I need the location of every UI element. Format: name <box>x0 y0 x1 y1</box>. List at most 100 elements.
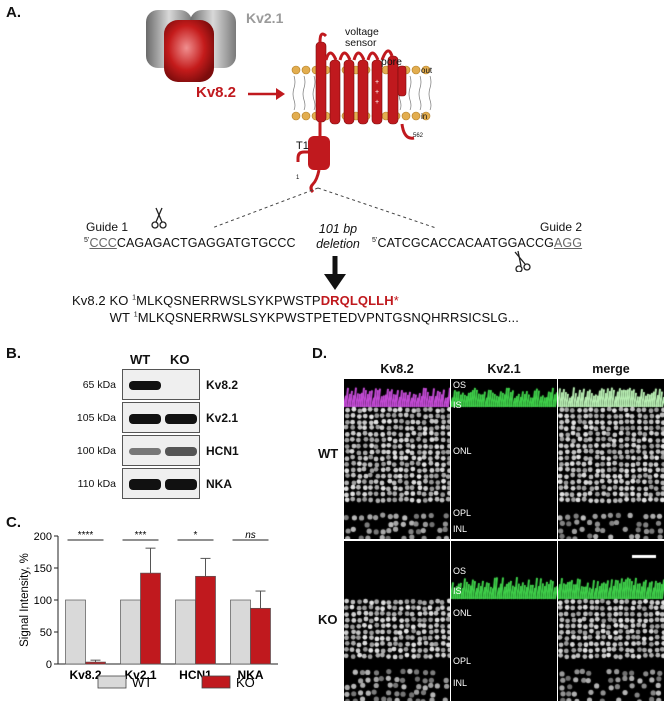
band-nka-ko <box>165 479 197 490</box>
ko-seq: MLKQSNERRWSLSYKPWSTP <box>136 293 321 308</box>
protein-label-0: Kv8.2 <box>206 378 239 392</box>
western-blot <box>122 369 200 499</box>
band-hcn1-ko <box>165 447 197 456</box>
layer-os-wt: OS <box>453 380 467 390</box>
layer-opl-wt: OPL <box>453 508 472 518</box>
layer-is-ko: IS <box>453 586 462 596</box>
blot-strip-nka <box>122 468 200 499</box>
y-axis-label: Signal Intensity, % <box>19 553 31 647</box>
mw-label-0: 65 kDa <box>82 379 116 391</box>
panel-a-letter: A. <box>6 4 21 21</box>
kv82-label: Kv8.2 <box>196 84 237 101</box>
x-tick-label-1: Kv2.1 <box>124 668 156 682</box>
legend-label-wt: WT <box>132 675 152 690</box>
kv82-topology-diagram: +++ <box>291 32 432 194</box>
wt-seq: MLKQSNERRWSLSYKPWSTPETEDVPNTGSNQHRRSICSL… <box>137 310 519 325</box>
layer-inl-ko: INL <box>453 678 468 688</box>
legend-swatch-wt <box>97 675 127 689</box>
y-tick-label-1: 50 <box>40 627 52 639</box>
y-tick-label-2: 100 <box>34 595 52 607</box>
wt-seq-num: 1 <box>133 311 138 319</box>
protein-label-3: NKA <box>206 477 232 491</box>
guide1-seq: CAGAGACTGAGGATGTGCCC <box>116 236 296 250</box>
deletion-label: 101 bp deletion <box>304 222 372 252</box>
panel-c-letter: C. <box>6 514 21 531</box>
bar-ko-kv8.2 <box>85 661 106 665</box>
deletion-line2: deletion <box>316 237 360 251</box>
guide2-prime: 5' <box>372 236 378 244</box>
micrograph-ko-kv82 <box>344 541 450 701</box>
protein-label-2: HCN1 <box>206 444 239 458</box>
t1-label: T1 <box>296 140 309 152</box>
panel-d-letter: D. <box>312 345 327 362</box>
band-nka-wt <box>129 479 161 490</box>
guide1-label: Guide 1 <box>86 220 129 234</box>
svg-text:+: + <box>375 99 379 106</box>
wt-seq-label: WT <box>109 310 130 325</box>
layer-is-wt: IS <box>453 400 462 410</box>
guide2-seq: CATCGCACCACAATGGACCG <box>377 236 554 250</box>
bar-wt-hcn1 <box>175 599 196 665</box>
ko-sequence-row: Kv8.2 KO 1MLKQSNERRWSLSYKPWSTPDRQLQLLH* <box>72 293 399 308</box>
voltage-sensor-line2: sensor <box>345 37 377 49</box>
mw-label-3: 110 kDa <box>77 478 116 490</box>
bar-wt-nka <box>230 599 251 665</box>
y-tick-label-3: 150 <box>34 563 52 575</box>
guide2-label: Guide 2 <box>540 220 583 234</box>
bar-ko-hcn1 <box>195 575 216 665</box>
voltage-sensor-label: voltage sensor <box>345 27 379 49</box>
mw-label-1: 105 kDa <box>76 412 116 424</box>
ko-seq-num: 1 <box>132 294 137 302</box>
blot-strip-kv21 <box>122 402 200 433</box>
down-arrow-icon <box>324 256 346 290</box>
bar-ko-nka <box>250 607 271 665</box>
sig-label-1: *** <box>135 530 147 541</box>
x-tick-label-0: Kv8.2 <box>69 668 101 682</box>
voltage-sensor-line1: voltage <box>345 26 379 38</box>
kv21-label: Kv2.1 <box>246 10 284 26</box>
panel-b-letter: B. <box>6 345 21 362</box>
micro-row-label-ko: KO <box>318 612 338 627</box>
legend-swatch-ko <box>201 675 231 689</box>
mw-label-2: 100 kDa <box>76 445 116 457</box>
residue-562-label: 562 <box>413 133 424 139</box>
guide1-pam: CCC <box>89 236 117 250</box>
blot-strip-hcn1 <box>122 435 200 466</box>
channel-tetramer-illustration <box>146 10 236 82</box>
bar-wt-kv8.2 <box>65 599 86 665</box>
layer-onl-ko: ONL <box>453 608 472 618</box>
micrograph-ko-merge <box>558 541 664 701</box>
y-tick-label-0: 0 <box>46 659 52 671</box>
zoom-dashed-lines <box>211 187 437 229</box>
blot-col-ko: KO <box>170 352 190 367</box>
sig-label-0: **** <box>78 530 94 541</box>
layer-onl-wt: ONL <box>453 446 472 456</box>
layer-os-ko: OS <box>453 566 467 576</box>
layer-inl-wt: INL <box>453 524 468 534</box>
micro-col-head-kv21: Kv2.1 <box>487 362 521 376</box>
ko-seq-label: Kv8.2 KO <box>72 293 129 308</box>
band-hcn1-wt <box>129 448 161 455</box>
wt-sequence-row: WT 1MLKQSNERRWSLSYKPWSTPETEDVPNTGSNQHRRS… <box>72 310 519 325</box>
guide2-pam: AGG <box>554 236 583 250</box>
micro-col-head-merge: merge <box>592 362 630 376</box>
pore-label: pore <box>381 56 403 68</box>
blot-strip-kv82 <box>122 369 200 400</box>
micrograph-wt-kv21 <box>451 379 557 539</box>
guide1-prime: 5' <box>84 236 90 244</box>
protein-label-1: Kv2.1 <box>206 411 239 425</box>
blot-col-wt: WT <box>130 352 151 367</box>
retina-micrographs <box>344 379 664 701</box>
legend-label-ko: KO <box>236 675 255 690</box>
out-label: out <box>421 66 433 75</box>
svg-text:+: + <box>375 79 379 86</box>
y-tick-label-4: 200 <box>34 531 52 543</box>
band-kv21-ko <box>165 414 197 424</box>
bar-wt-kv2.1 <box>120 599 141 665</box>
kv82-arrow <box>248 88 285 100</box>
x-tick-label-3: NKA <box>238 668 264 682</box>
layer-opl-ko: OPL <box>453 656 472 666</box>
micrograph-ko-kv21 <box>451 541 557 701</box>
guide2-sequence: 5'CATCGCACCACAATGGACCGAGG <box>372 236 582 250</box>
